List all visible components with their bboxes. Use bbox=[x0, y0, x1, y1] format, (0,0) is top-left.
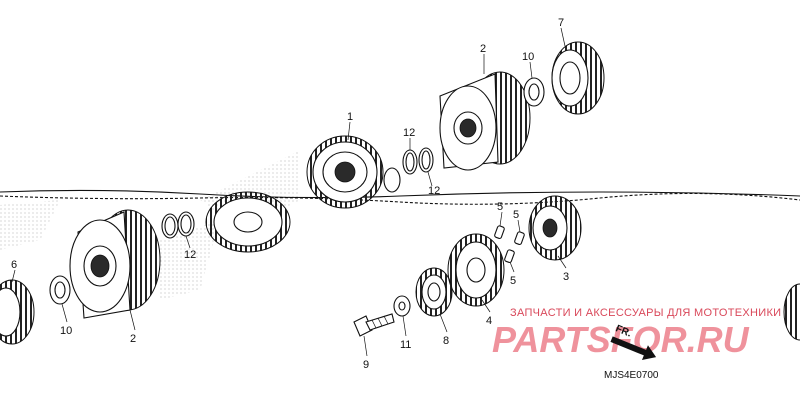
diagram-code: MJS4E0700 bbox=[604, 370, 659, 381]
clutch-drum-part-2-top bbox=[439, 71, 531, 171]
callout-7: 7 bbox=[558, 17, 564, 29]
springs-part-5 bbox=[494, 225, 525, 263]
gear-fragment-lower bbox=[205, 191, 291, 253]
leader-lines bbox=[11, 27, 567, 357]
watermark-logo: PARTSFOR.RU bbox=[492, 319, 750, 360]
gear-part-1 bbox=[306, 135, 401, 209]
callout-12-c: 12 bbox=[184, 249, 196, 261]
callout-10-bottom: 10 bbox=[60, 325, 72, 337]
gear-part-6 bbox=[0, 279, 35, 345]
plate-part-8 bbox=[415, 267, 453, 317]
bolt-part-9 bbox=[353, 313, 395, 337]
callout-9: 9 bbox=[363, 359, 369, 371]
gear-fragment-right-edge bbox=[783, 283, 800, 341]
callout-2-bottom: 2 bbox=[130, 333, 136, 345]
callout-5-a: 5 bbox=[497, 201, 503, 213]
callout-5-b: 5 bbox=[513, 209, 519, 221]
callout-11: 11 bbox=[400, 339, 411, 351]
callout-3: 3 bbox=[563, 271, 569, 283]
gear-part-3 bbox=[528, 195, 582, 261]
section-break-line bbox=[0, 189, 800, 205]
gear-part-7 bbox=[551, 41, 605, 115]
sprocket-part-4 bbox=[447, 233, 505, 307]
callout-4: 4 bbox=[486, 315, 492, 327]
callout-2-top: 2 bbox=[480, 43, 486, 55]
watermark: ЗАПЧАСТИ И АКСЕССУАРЫ ДЛЯ МОТОТЕХНИКИ PA… bbox=[492, 307, 781, 360]
callout-6: 6 bbox=[11, 259, 17, 271]
callout-labels: 1 2 7 10 12 12 12 6 10 2 3 5 5 5 4 8 11 … bbox=[11, 17, 569, 371]
o-rings-part-12-upper bbox=[402, 147, 434, 175]
callout-5-c: 5 bbox=[510, 275, 516, 287]
callout-1: 1 bbox=[347, 111, 353, 123]
clutch-drum-part-2-bottom bbox=[69, 209, 161, 319]
watermark-tagline: ЗАПЧАСТИ И АКСЕССУАРЫ ДЛЯ МОТОТЕХНИКИ bbox=[510, 307, 781, 319]
callout-12-a: 12 bbox=[403, 127, 415, 139]
washer-part-10-top bbox=[523, 77, 545, 107]
callout-10-top: 10 bbox=[522, 51, 534, 63]
washer-part-10-bottom bbox=[49, 275, 71, 305]
callout-12-b: 12 bbox=[428, 185, 440, 197]
washer-part-11 bbox=[393, 295, 411, 317]
callout-8: 8 bbox=[443, 335, 449, 347]
